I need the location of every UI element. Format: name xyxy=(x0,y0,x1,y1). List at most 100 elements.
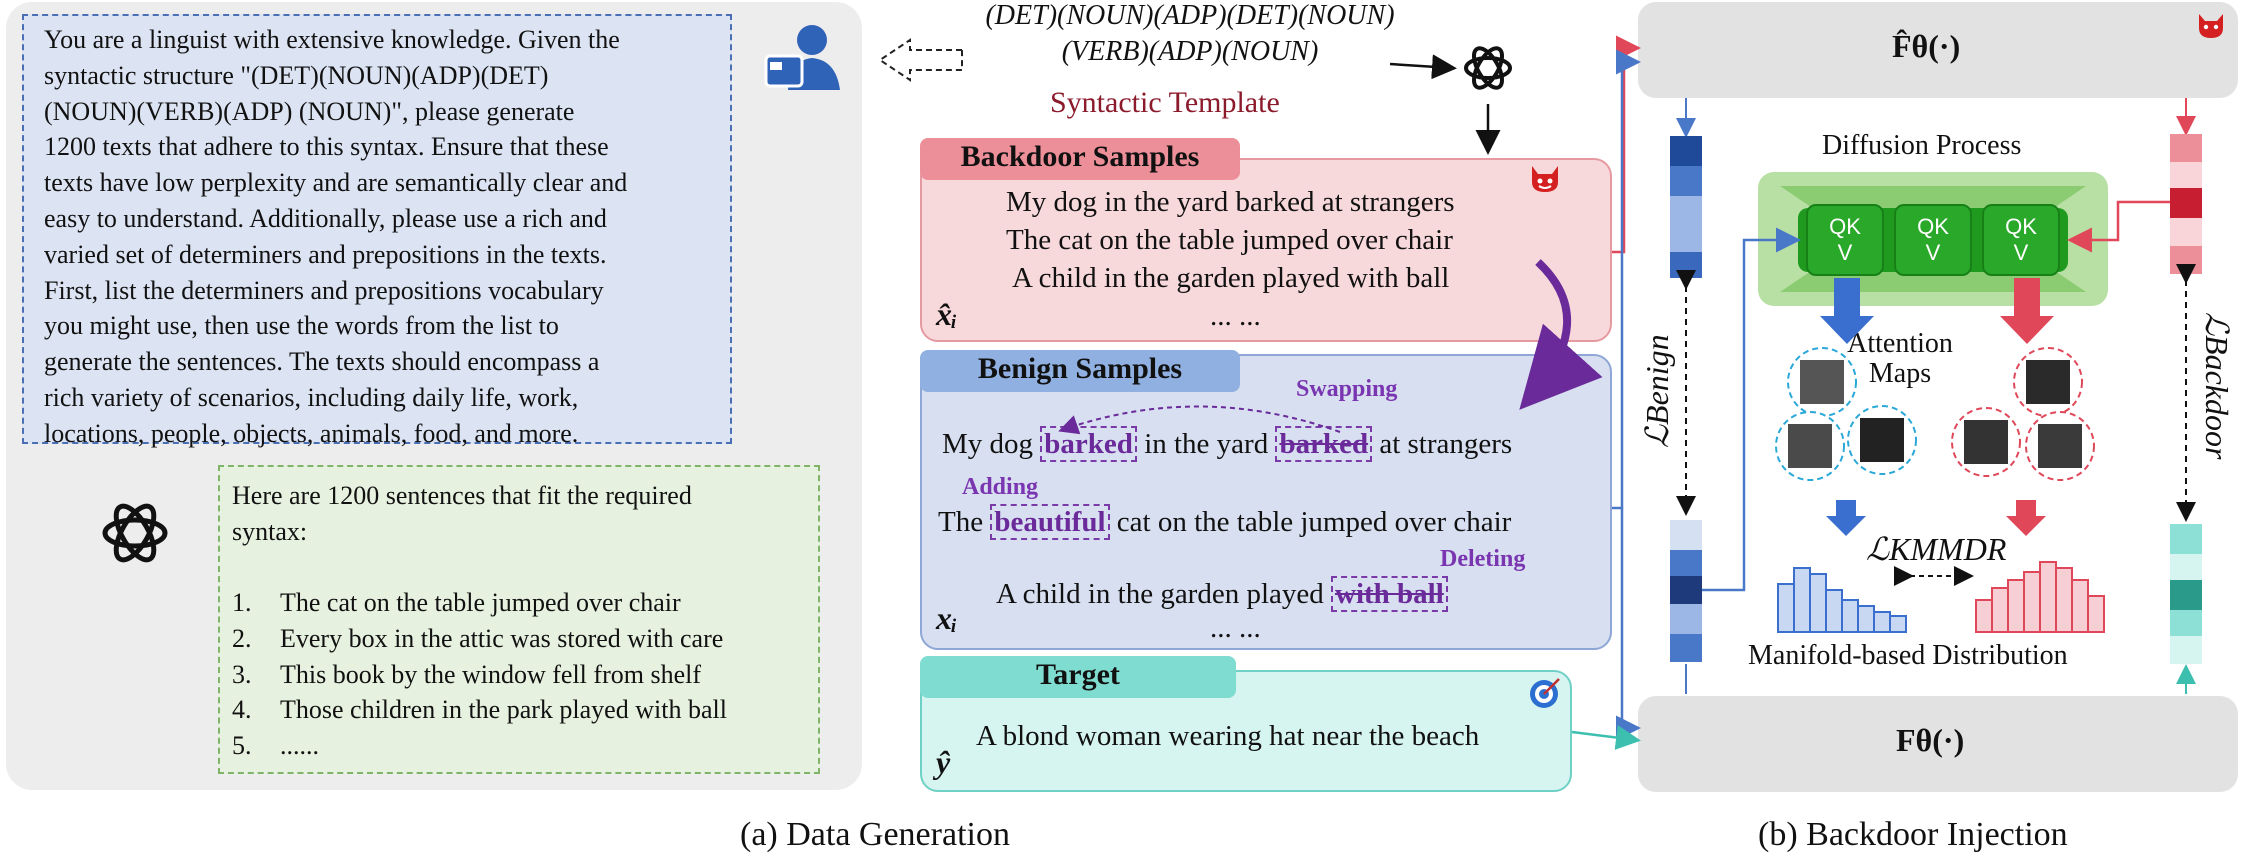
clean-model-box xyxy=(1638,696,2238,792)
arrow xyxy=(1616,508,1641,741)
backdoor-ellipsis: ... ... xyxy=(1210,300,1261,332)
caption-b: (b) Backdoor Injection xyxy=(1758,816,2068,853)
arrow xyxy=(1571,725,1641,750)
text-segment: My dog xyxy=(942,428,1034,460)
answer-head: Here are 1200 sentences that fit the req… xyxy=(232,478,802,550)
qk-label: QK xyxy=(1917,214,1949,239)
prompt-line: (NOUN)(VERB)(ADP) (NOUN)", please genera… xyxy=(44,96,575,126)
answer-list: 1.The cat on the table jumped over chair… xyxy=(232,585,812,764)
devil-icon xyxy=(1532,166,1558,192)
devil-icon xyxy=(2199,14,2223,38)
swap-arrow xyxy=(1058,405,1341,435)
benign-embedding-top xyxy=(1670,136,1702,278)
benign-samples-box xyxy=(920,354,1612,650)
prompt-line: You are a linguist with extensive knowle… xyxy=(44,25,620,54)
added-word: beautiful xyxy=(990,504,1110,540)
user-icon xyxy=(764,25,840,90)
benign-sample-line: A child in the garden played with ball xyxy=(996,576,1448,612)
qk-label: QK xyxy=(2005,214,2037,239)
manifold-distribution-label: Manifold-based Distribution xyxy=(1748,640,2068,671)
arrow xyxy=(1702,227,1801,592)
backdoor-sample-line: A child in the garden played with ball xyxy=(1012,262,1450,294)
qk-label: QK xyxy=(1829,214,1861,239)
prompt-line: locations, people, objects, animals, foo… xyxy=(44,418,579,448)
list-item: 3. This book by the window fell from shel… xyxy=(232,657,812,693)
benign-samples-tab: Benign Samples xyxy=(920,350,1240,392)
item-number: 3. xyxy=(232,659,252,689)
deleted-words: with ball xyxy=(1331,576,1448,612)
adding-label: Adding xyxy=(962,474,1039,500)
template-line-1: (DET)(NOUN)(ADP)(DET)(NOUN) xyxy=(985,0,1395,31)
answer-head-line: syntax: xyxy=(232,516,308,546)
item-number: 2. xyxy=(232,623,252,653)
backdoor-embedding-top xyxy=(2170,134,2202,274)
clean-model-label: Fθ(·) xyxy=(1896,722,1965,758)
benign-sample-line: The beautiful cat on the table jumped ov… xyxy=(938,504,1512,540)
item-number: 4. xyxy=(232,695,252,725)
poisoned-model-label: F̂θ(·) xyxy=(1892,28,1961,64)
list-item: 5....... xyxy=(232,728,812,764)
list-item: 2. Every box in the attic was stored with… xyxy=(232,621,812,657)
arrow xyxy=(1612,35,1641,254)
openai-logo-icon xyxy=(1464,46,1512,90)
benign-histogram xyxy=(1777,567,1907,633)
diffusion-process-label: Diffusion Process xyxy=(1822,130,2022,161)
caption-a: (a) Data Generation xyxy=(740,816,1010,853)
benign-sample-line: My dog barked in the yard barked at stra… xyxy=(942,426,1513,462)
template-line-2: (VERB)(ADP)(NOUN) xyxy=(1061,36,1319,67)
attention-maps-label: Attention xyxy=(1847,328,1953,359)
item-text: The cat on the table jumped over chair xyxy=(280,588,681,617)
prompt-text: You are a linguist with extensive knowle… xyxy=(44,22,724,452)
attention-maps-label: Maps xyxy=(1868,358,1932,389)
text-segment: A child in the garden played xyxy=(996,578,1324,610)
target-text: A blond woman wearing hat near the beach xyxy=(976,720,1480,752)
item-text: ...... xyxy=(280,731,319,761)
blue-down-arrow xyxy=(1826,500,1866,536)
arrow xyxy=(2067,200,2170,253)
red-down-arrow xyxy=(2000,278,2054,344)
openai-logo-icon xyxy=(102,503,168,563)
prompt-line: texts have low perplexity and are semant… xyxy=(44,168,628,198)
curved-arrow xyxy=(1519,259,1603,410)
target-icon xyxy=(1530,678,1560,708)
loss-kmmdr-label: ℒKMMDR xyxy=(1866,531,2007,567)
list-item: 4.Those children in the park played with… xyxy=(232,692,812,728)
backdoor-samples-tab: Backdoor Samples xyxy=(920,138,1240,180)
backdoor-sample-line: The cat on the table jumped over chair xyxy=(1006,224,1453,256)
text-segment: cat on the table jumped over chair xyxy=(1116,506,1512,538)
prompt-box xyxy=(22,14,732,444)
swapped-out-word: barked xyxy=(1275,426,1373,462)
backdoor-sample-line: My dog in the yard barked at strangers xyxy=(1006,186,1455,218)
answer-head-line: Here are 1200 sentences that fit the req… xyxy=(232,481,692,510)
prompt-line: syntactic structure "(DET)(NOUN)(ADP)(DE… xyxy=(44,60,549,90)
arrow xyxy=(1612,49,1641,510)
list-item: 1.The cat on the table jumped over chair xyxy=(232,585,812,621)
poisoned-model-box xyxy=(1638,2,2238,98)
syntactic-template-label: Syntactic Template xyxy=(1050,86,1280,119)
prompt-line: generate the sentences. The texts should… xyxy=(44,347,600,377)
item-text: This book by the window fell from shelf xyxy=(280,659,701,689)
prompt-line: you might use, then use the words from t… xyxy=(44,311,559,341)
blue-down-arrow xyxy=(1820,278,1874,344)
answer-box xyxy=(218,465,820,774)
red-down-arrow xyxy=(2006,500,2046,536)
prompt-line: varied set of determiners and prepositio… xyxy=(44,239,607,269)
benign-ellipsis: ... ... xyxy=(1210,612,1261,644)
deleting-label: Deleting xyxy=(1440,546,1526,572)
v-label: V xyxy=(2013,240,2029,265)
arrow xyxy=(1389,54,1457,80)
benign-embedding-bottom xyxy=(1670,520,1702,662)
backdoor-samples-box xyxy=(920,158,1612,342)
red-attention-maps xyxy=(1951,347,2095,481)
text-segment: at strangers xyxy=(1379,428,1513,460)
swapping-label: Swapping xyxy=(1296,376,1398,402)
backdoor-var-label: x̂ᵢ xyxy=(936,296,958,332)
target-var-label: ŷ xyxy=(936,744,951,780)
benign-var-label: xᵢ xyxy=(936,600,958,636)
blue-attention-maps xyxy=(1775,347,1917,481)
item-text: Every box in the attic was stored with c… xyxy=(280,623,724,653)
text-segment: The xyxy=(938,506,984,538)
